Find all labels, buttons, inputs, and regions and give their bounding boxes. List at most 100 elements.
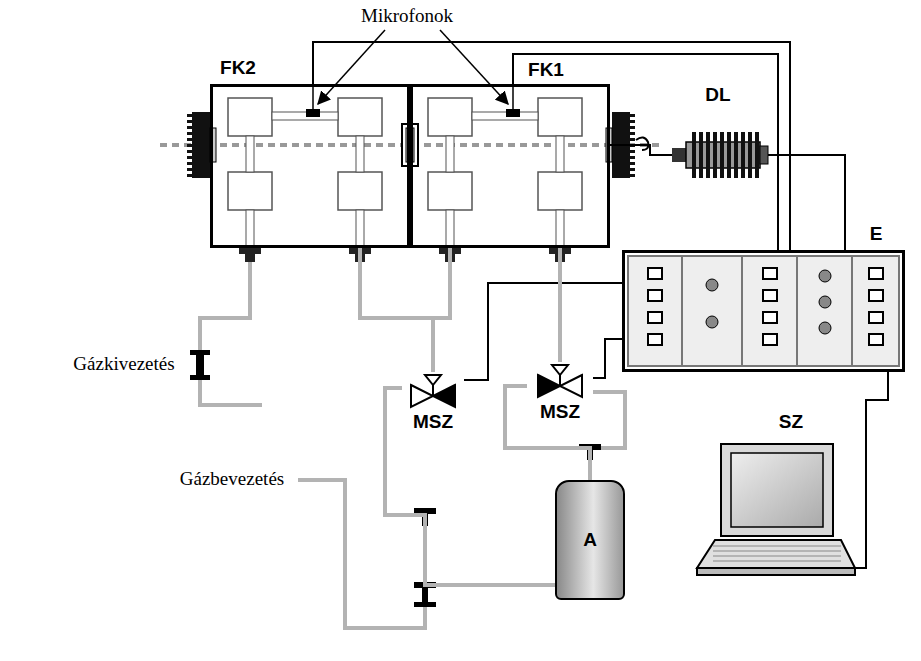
laptop-computer: SZ xyxy=(695,440,855,585)
gear-wheel xyxy=(187,120,192,123)
chamber-internals xyxy=(246,210,254,248)
laptop-drawing xyxy=(713,551,841,552)
chamber-box: FK2 xyxy=(210,84,410,248)
microphone-wire xyxy=(512,84,514,109)
laser-body xyxy=(672,132,768,178)
laptop-drawing xyxy=(695,440,855,585)
cooling-fin xyxy=(755,132,759,178)
electronics-panel xyxy=(628,256,899,366)
gear-wheel xyxy=(187,150,192,153)
gear-wheel xyxy=(187,144,192,147)
panel-socket xyxy=(763,290,777,301)
microphone xyxy=(506,109,520,117)
signal-wire xyxy=(464,283,622,380)
gas-pipe xyxy=(360,248,433,372)
node-label: E xyxy=(870,223,883,245)
cooling-fin xyxy=(720,132,724,178)
valve-symbol xyxy=(433,385,455,407)
panel-socket xyxy=(648,290,662,301)
laptop-drawing xyxy=(713,556,841,557)
chamber-internals xyxy=(356,210,364,248)
chamber-internals xyxy=(556,210,564,248)
gear-wheel xyxy=(630,168,635,171)
part-callout: Mikrofonok xyxy=(361,5,453,27)
solenoid-valve: MSZ xyxy=(402,372,464,434)
panel-knob xyxy=(819,322,831,334)
panel-modules xyxy=(851,256,853,366)
chamber-internals xyxy=(228,84,582,262)
node-label: MSZ xyxy=(413,411,453,433)
chamber-internals xyxy=(428,98,472,136)
cooling-fin xyxy=(699,132,703,178)
chamber-internals xyxy=(446,210,454,248)
gear-wheel xyxy=(187,156,192,159)
cooling-fin xyxy=(692,132,696,178)
gear-wheel xyxy=(630,150,635,153)
valve-symbol xyxy=(560,375,582,397)
hand-valve xyxy=(190,350,210,380)
laser-cap xyxy=(760,146,768,164)
gas-port xyxy=(245,254,255,262)
panel-modules xyxy=(796,256,798,366)
valve-symbol xyxy=(538,375,560,397)
gear-wheel xyxy=(187,168,192,171)
cooling-fin xyxy=(748,132,752,178)
panel-socket xyxy=(648,268,662,279)
panel-modules xyxy=(741,256,743,366)
chamber-internals xyxy=(356,136,364,172)
gear-wheel xyxy=(630,114,635,117)
cooling-fin xyxy=(713,132,717,178)
node-label: FK1 xyxy=(528,59,564,81)
gear-wheel xyxy=(630,132,635,135)
t-fitting xyxy=(422,588,428,604)
valve-symbol xyxy=(552,365,568,375)
panel-knob xyxy=(706,279,718,291)
fiber-hook xyxy=(636,137,648,150)
node-label: FK2 xyxy=(220,57,256,79)
chamber-internals xyxy=(446,136,454,172)
gear-wheel xyxy=(630,120,635,123)
panel-socket xyxy=(648,312,662,323)
pipe-label: Gázkivezetés xyxy=(73,353,174,375)
laser-connector xyxy=(672,148,686,162)
chamber-internals xyxy=(472,112,538,120)
panel-modules xyxy=(681,256,683,366)
gas-pipe xyxy=(200,262,262,405)
panel-socket xyxy=(869,290,883,301)
laptop-drawing xyxy=(713,561,841,562)
gear-wheel xyxy=(187,126,192,129)
signal-wire xyxy=(593,339,622,378)
gear-wheel xyxy=(192,112,210,178)
valve-symbol xyxy=(411,385,433,407)
cooling-fin xyxy=(727,132,731,178)
cooling-fin xyxy=(706,132,710,178)
t-fitting xyxy=(414,602,436,607)
laptop-drawing xyxy=(731,453,823,527)
solenoid-valve: MSZ xyxy=(527,362,593,424)
gas-pipe xyxy=(298,480,425,628)
node-label: DL xyxy=(705,84,730,106)
gear-wheel xyxy=(630,156,635,159)
gear-wheel xyxy=(187,114,192,117)
panel-socket xyxy=(763,312,777,323)
chamber-internals xyxy=(428,172,472,210)
chamber-internals xyxy=(272,112,338,120)
panel-socket xyxy=(763,268,777,279)
laptop-drawing xyxy=(697,540,855,568)
hand-valve xyxy=(190,350,210,355)
chamber-internals xyxy=(338,98,382,136)
pipe-label: Gázbevezetés xyxy=(180,468,284,490)
microphone xyxy=(306,109,320,117)
chamber-internals xyxy=(228,98,272,136)
panel-socket xyxy=(763,334,777,345)
chamber-internals xyxy=(246,136,254,172)
panel-knob xyxy=(819,296,831,308)
panel-socket xyxy=(648,334,662,345)
gas-pipe xyxy=(558,248,562,362)
node-label: MSZ xyxy=(540,401,580,423)
valve-symbol xyxy=(425,375,441,385)
gas-pipe xyxy=(385,388,555,585)
panel-knob xyxy=(819,270,831,282)
hand-valve xyxy=(190,375,210,380)
node-label: SZ xyxy=(779,411,803,433)
